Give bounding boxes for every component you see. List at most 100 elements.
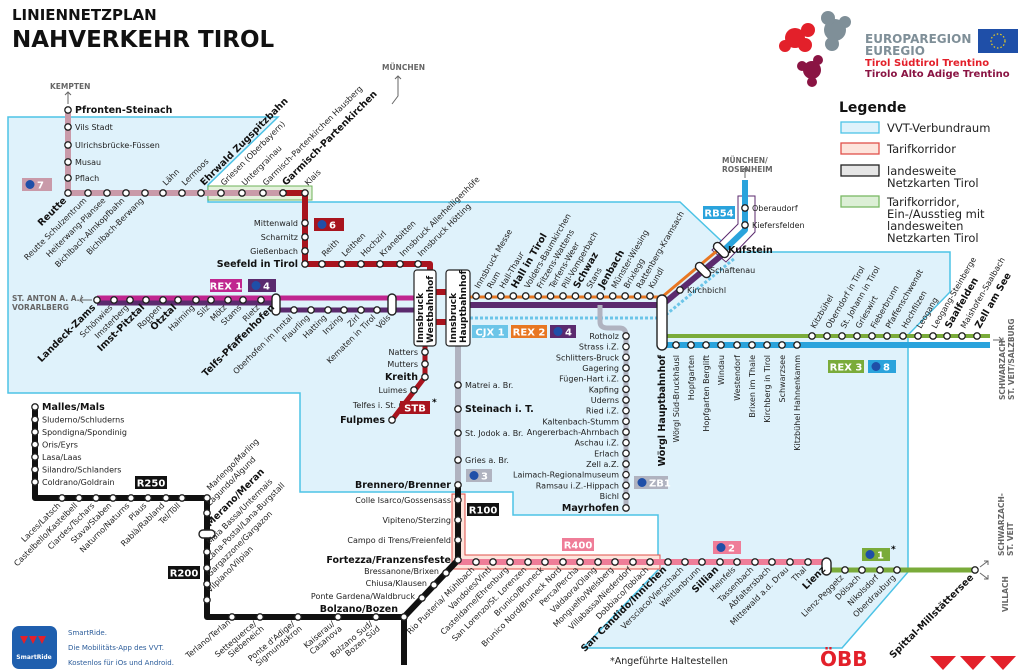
station-marker[interactable] (203, 596, 211, 604)
station-marker[interactable] (521, 292, 530, 300)
station-marker[interactable] (622, 504, 630, 512)
station[interactable]: Coldrano/Goldrain (31, 478, 115, 487)
station-marker[interactable] (31, 478, 39, 486)
line-badge-rex3[interactable]: REX 3 (828, 360, 864, 374)
station-marker[interactable] (622, 364, 630, 372)
station-marker[interactable] (127, 494, 135, 502)
station-marker[interactable] (64, 141, 72, 149)
station-marker[interactable] (31, 440, 39, 449)
station-marker[interactable] (162, 494, 170, 502)
station[interactable]: Gries a. Br. (454, 456, 509, 465)
station-marker[interactable] (301, 233, 309, 241)
hub-hauptbahnhof[interactable]: Innsbruck Hauptbahnhof (445, 269, 471, 347)
station[interactable]: Mittenwald (254, 219, 309, 228)
station-marker[interactable] (454, 381, 462, 389)
station-marker[interactable] (608, 292, 617, 300)
station-marker[interactable] (763, 341, 771, 349)
station-marker[interactable] (621, 292, 629, 300)
station-marker[interactable] (454, 556, 462, 564)
station-marker[interactable] (733, 558, 741, 566)
station-marker[interactable] (238, 189, 246, 197)
station-marker[interactable] (454, 496, 462, 504)
hub-westbahnhof[interactable]: Innsbruck Westbahnhof (413, 269, 437, 347)
station[interactable]: Fulpmes (340, 415, 396, 426)
station-marker[interactable] (373, 306, 381, 314)
station-marker[interactable] (596, 292, 605, 300)
station[interactable]: Kitzbühel Hahnenkamm (793, 341, 802, 451)
station[interactable]: Garmisch-Partenkirchen (279, 89, 380, 197)
station[interactable]: Bolzano/Bozen (320, 604, 408, 621)
line-badge-s1[interactable]: 1 (862, 548, 890, 562)
station-marker[interactable] (75, 494, 83, 502)
station-marker[interactable] (301, 189, 309, 197)
station-marker[interactable] (559, 558, 567, 566)
station-marker[interactable] (584, 292, 592, 300)
station-marker[interactable] (203, 494, 211, 502)
station-marker[interactable] (307, 306, 315, 314)
station-marker[interactable] (64, 189, 72, 197)
station-marker[interactable] (259, 189, 267, 197)
station-marker[interactable] (622, 406, 630, 415)
station-marker[interactable] (733, 341, 741, 349)
station-marker[interactable] (31, 465, 39, 474)
station[interactable]: Schwarzsee (778, 341, 787, 403)
station[interactable]: Marlengo/Marling (203, 437, 261, 502)
station-marker[interactable] (611, 558, 619, 566)
line-badge-rex1[interactable]: REX 1 (210, 279, 243, 293)
station[interactable]: Musau (64, 158, 101, 167)
station[interactable]: Ulrichsbrücke-Füssen (64, 141, 160, 150)
station-marker[interactable] (741, 204, 749, 212)
station-marker[interactable] (421, 348, 429, 356)
station-marker[interactable] (396, 260, 404, 268)
station-marker[interactable] (357, 260, 365, 268)
station-marker[interactable] (629, 558, 637, 566)
station[interactable]: Angererbach-Ahrnbach (527, 428, 630, 437)
station-marker[interactable] (197, 189, 205, 197)
station-marker[interactable] (509, 292, 518, 300)
station-marker[interactable] (973, 332, 981, 340)
station[interactable]: Rotholz (589, 332, 630, 341)
station[interactable]: Kirchbichl (676, 286, 726, 295)
station-marker[interactable] (92, 494, 100, 502)
station-marker[interactable] (334, 613, 342, 621)
station-marker[interactable] (622, 385, 630, 394)
station[interactable]: Zell a.Z. (586, 460, 630, 469)
station-marker[interactable] (442, 569, 450, 577)
station-marker[interactable] (622, 428, 630, 436)
station-marker[interactable] (876, 566, 884, 574)
station-marker[interactable] (883, 332, 891, 340)
station-marker[interactable] (410, 386, 418, 394)
station[interactable]: Aschau i.Z. (575, 439, 630, 448)
station-marker[interactable] (868, 332, 876, 340)
station-marker[interactable] (687, 341, 695, 349)
station-marker[interactable] (622, 417, 630, 426)
station-marker[interactable] (418, 594, 426, 602)
station-marker[interactable] (338, 260, 346, 268)
station-marker[interactable] (144, 494, 152, 502)
station-marker[interactable] (178, 494, 186, 502)
station-marker[interactable] (541, 558, 549, 566)
station-marker[interactable] (698, 558, 706, 566)
station-marker[interactable] (178, 189, 186, 197)
line-badge-s2[interactable]: 2 (713, 541, 741, 555)
station[interactable]: Hopfgarten (687, 341, 696, 400)
station-marker[interactable] (958, 332, 966, 340)
station-marker[interactable] (31, 453, 39, 461)
station-marker[interactable] (546, 292, 555, 300)
station-marker[interactable] (622, 342, 630, 351)
station[interactable]: Laimach-Regionalmuseum (513, 470, 630, 480)
station-marker[interactable] (646, 292, 654, 300)
line-badge-s4b[interactable]: 4 (550, 325, 576, 339)
station-marker[interactable] (357, 306, 365, 314)
station[interactable]: Bichl (600, 492, 630, 501)
station[interactable]: Luimes (379, 386, 418, 395)
station-marker[interactable] (454, 456, 462, 464)
station-marker[interactable] (622, 470, 630, 479)
station-marker[interactable] (301, 260, 309, 268)
station-marker[interactable] (484, 292, 493, 300)
station-marker[interactable] (506, 558, 514, 566)
station-marker[interactable] (372, 613, 380, 621)
station-marker[interactable] (524, 558, 532, 566)
station[interactable]: Ponte Gardena/Waldbruck (311, 592, 426, 602)
station-marker[interactable] (841, 566, 849, 574)
